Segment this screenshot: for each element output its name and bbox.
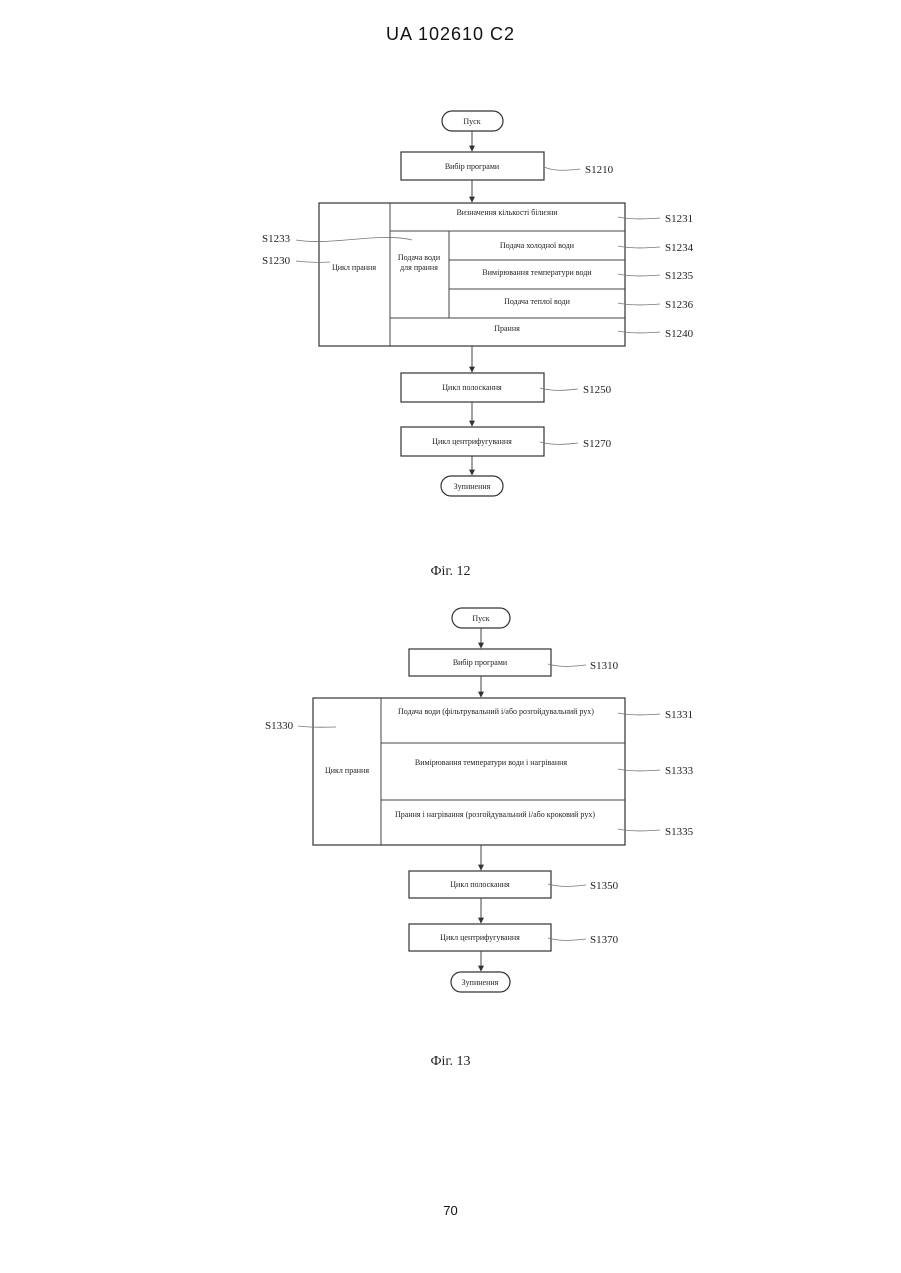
fig12-ref-s1233: S1233 xyxy=(262,233,291,245)
fig13-ref-s1330: S1330 xyxy=(265,720,294,732)
fig12-diagram: Пуск Вибір програми S1210 Цикл прання Ви… xyxy=(262,111,694,496)
fig12-leader-line xyxy=(544,167,580,170)
fig13-ref-s1370: S1370 xyxy=(590,934,619,946)
fig13-water-supply-label: Подача води (фільтрувальний і/або розгой… xyxy=(398,707,594,716)
fig13-ref-s1350: S1350 xyxy=(590,880,619,892)
fig13-ref-s1333: S1333 xyxy=(665,765,694,777)
fig13-ref-s1331: S1331 xyxy=(665,709,693,721)
fig13-wash-heat-label: Прання і нагрівання (розгойдувальний і/а… xyxy=(395,810,595,819)
fig12-ref-s1210: S1210 xyxy=(585,164,614,176)
fig12-washing-label: Прання xyxy=(494,324,520,333)
fig13-leader-line xyxy=(548,664,586,666)
fig13-measure-heat-label: Вимірювання температури води і нагріванн… xyxy=(415,758,567,767)
fig13-start-label: Пуск xyxy=(472,614,489,623)
fig12-start-label: Пуск xyxy=(463,117,480,126)
fig12-ref-s1236: S1236 xyxy=(665,299,694,311)
fig12-wash-cycle-label: Цикл прання xyxy=(332,263,376,272)
fig12-measure-temp-label: Вимірювання температури води xyxy=(482,268,592,277)
fig13-rinse-label: Цикл полоскання xyxy=(450,880,510,889)
fig12-water-supply-label-line2: для прання xyxy=(400,263,438,272)
fig13-leader-line xyxy=(548,884,586,886)
fig12-select-program-label: Вибір програми xyxy=(445,162,500,171)
fig12-spin-label: Цикл центрифугування xyxy=(432,437,512,446)
fig12-ref-s1231: S1231 xyxy=(665,213,693,225)
fig12-ref-s1270: S1270 xyxy=(583,438,612,450)
fig12-ref-s1250: S1250 xyxy=(583,384,612,396)
fig12-ref-s1234: S1234 xyxy=(665,242,694,254)
fig12-stop-label: Зупинення xyxy=(454,482,491,491)
fig13-leader-line xyxy=(548,938,586,940)
fig13-wash-cycle-label: Цикл прання xyxy=(325,766,369,775)
fig12-leader-line xyxy=(540,442,578,444)
fig12-ref-s1240: S1240 xyxy=(665,328,694,340)
fig13-spin-label: Цикл центрифугування xyxy=(440,933,520,942)
fig12-ref-s1230: S1230 xyxy=(262,255,291,267)
fig12-determine-amount-label: Визначення кількості білизни xyxy=(456,208,558,217)
fig13-ref-s1335: S1335 xyxy=(665,826,694,838)
fig13-stop-label: Зупинення xyxy=(462,978,499,987)
fig12-warm-water-label: Подача теплої води xyxy=(504,297,571,306)
fig12-caption: Фіг. 12 xyxy=(0,564,901,580)
fig12-water-supply-label-line1: Подача води xyxy=(398,253,441,262)
fig13-diagram: Пуск Вибір програми S1310 Цикл прання По… xyxy=(265,608,694,992)
fig12-ref-s1235: S1235 xyxy=(665,270,694,282)
fig12-cold-water-label: Подача холодної води xyxy=(500,241,575,250)
fig13-ref-s1310: S1310 xyxy=(590,660,619,672)
fig12-rinse-label: Цикл полоскання xyxy=(442,383,502,392)
page-number: 70 xyxy=(0,1203,901,1218)
fig12-leader-line xyxy=(540,388,578,390)
fig13-select-program-label: Вибір програми xyxy=(453,658,508,667)
fig13-caption: Фіг. 13 xyxy=(0,1054,901,1070)
